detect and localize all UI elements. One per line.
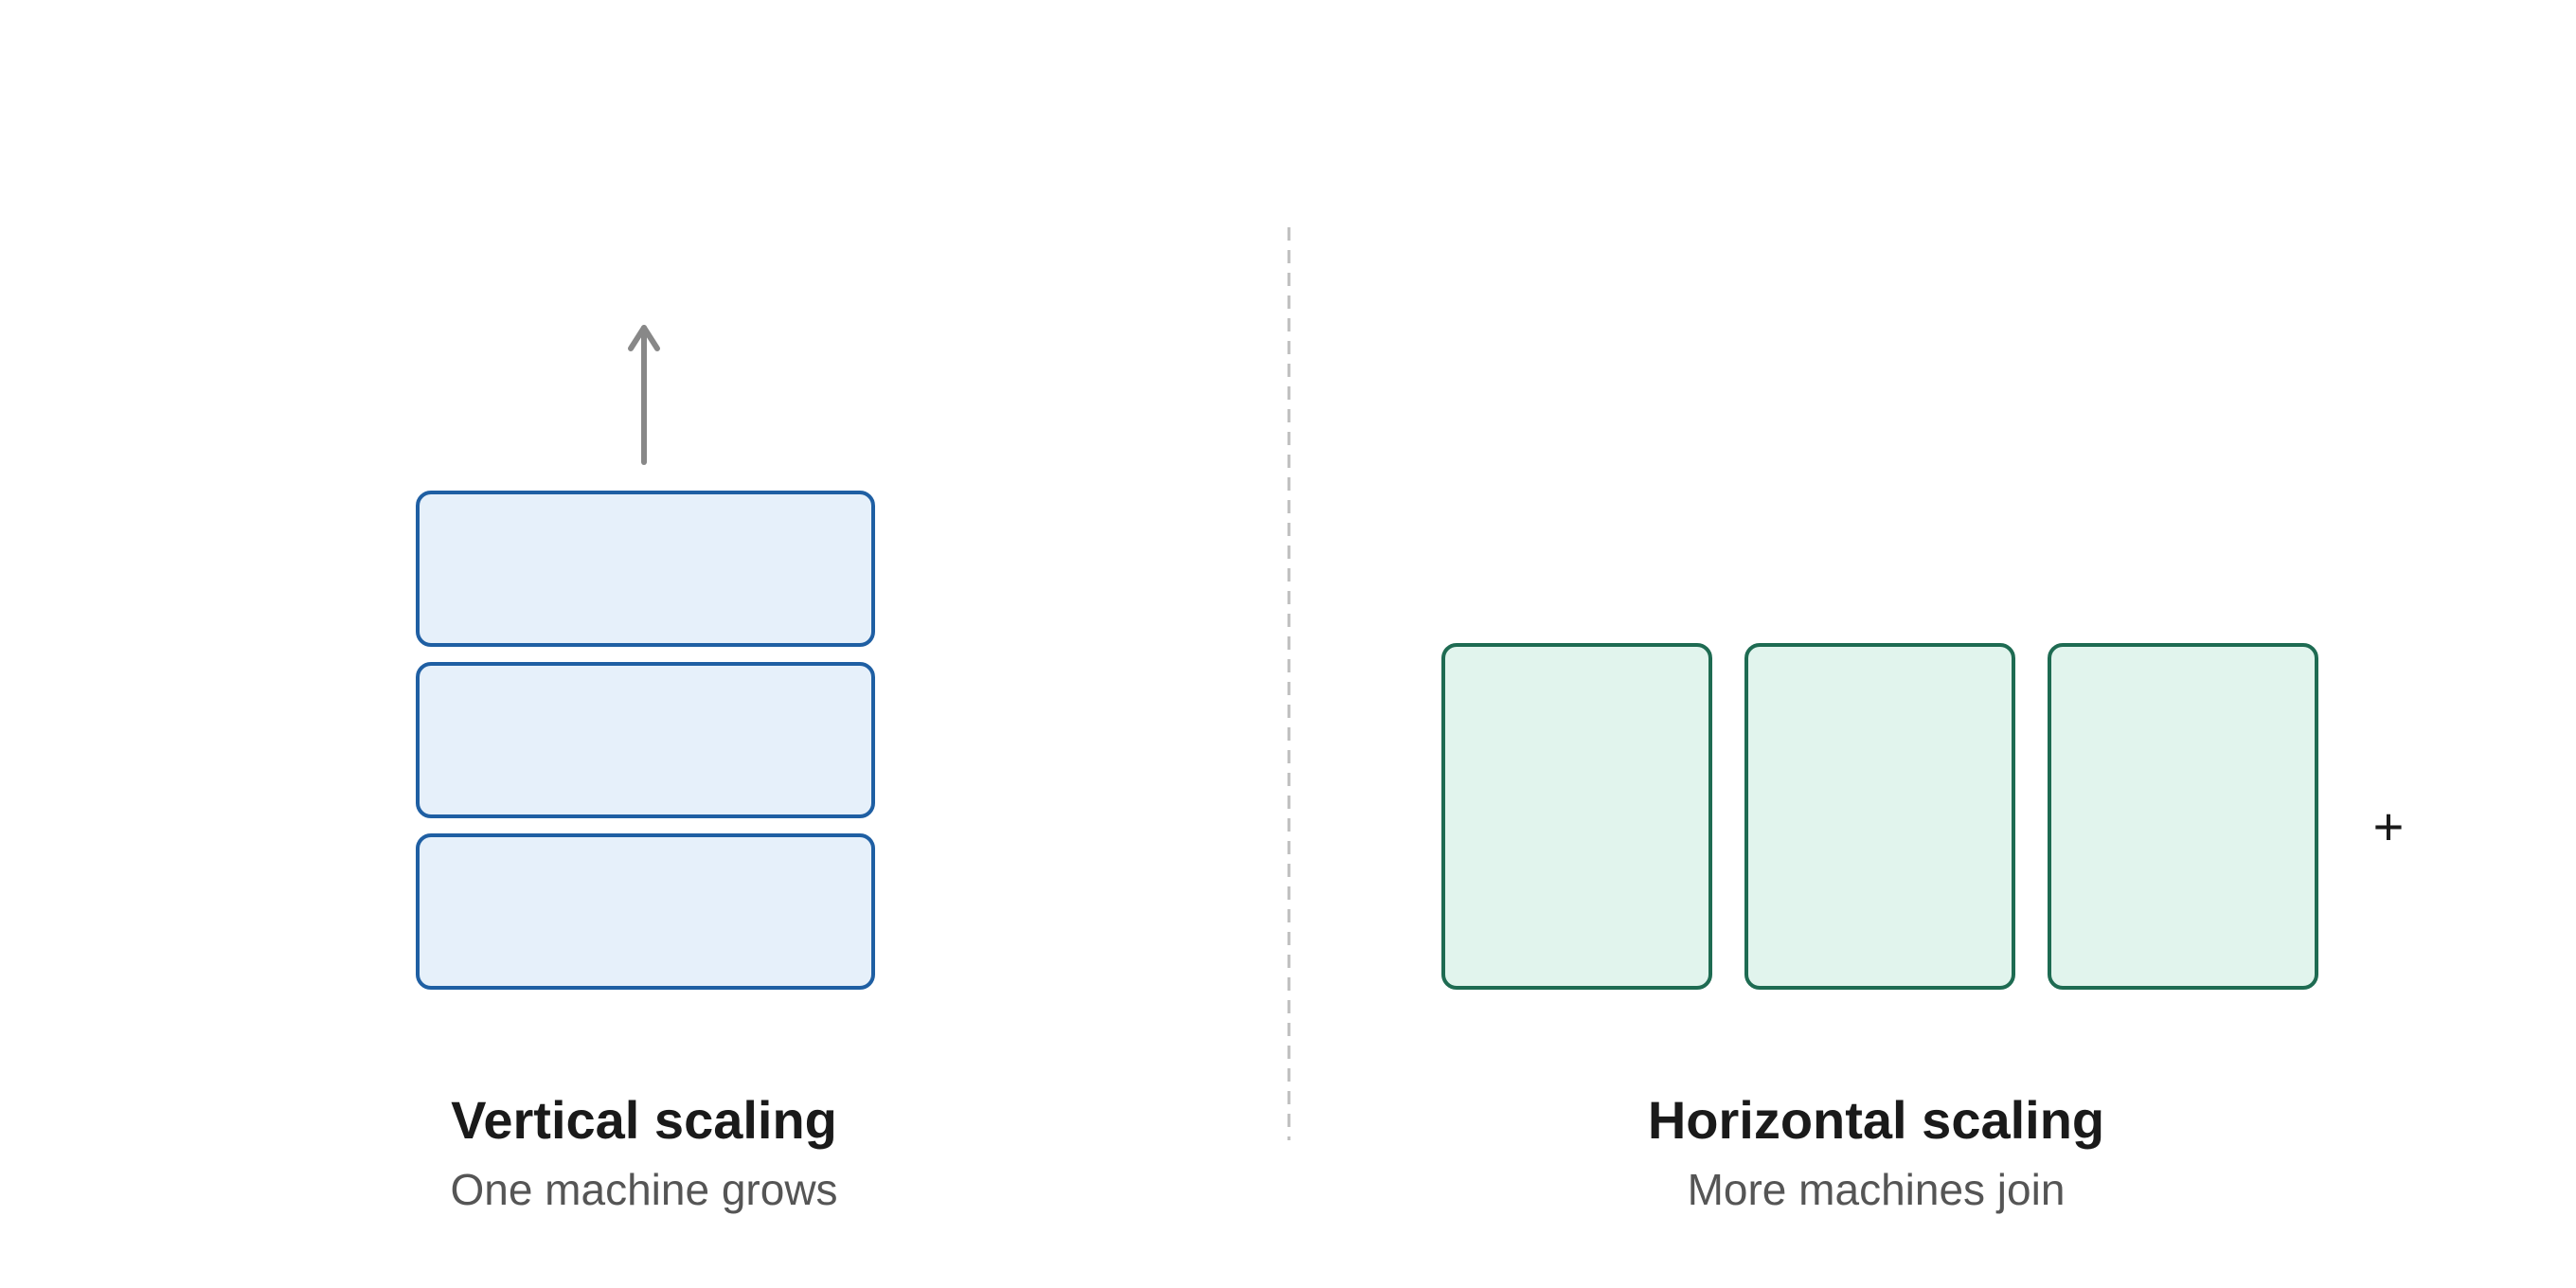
horizontal-machine-block [2048,643,2318,990]
arrow-up-icon [628,325,660,465]
horizontal-scaling-panel: + Horizontal scaling More machines join [1441,643,2405,1214]
vertical-scaling-title: Vertical scaling [451,1090,837,1150]
vertical-machine-block [416,662,875,818]
vertical-scaling-subtitle: One machine grows [450,1165,837,1214]
horizontal-machine-block [1744,643,2015,990]
horizontal-scaling-title: Horizontal scaling [1648,1090,2104,1150]
horizontal-machine-block [1441,643,1712,990]
vertical-machine-block [416,833,875,990]
add-machine-plus: + [2373,796,2405,856]
vertical-scaling-panel: Vertical scaling One machine grows [416,325,875,1214]
horizontal-machine-row [1441,643,2318,990]
vertical-machine-block [416,491,875,647]
horizontal-scaling-subtitle: More machines join [1688,1165,2066,1214]
vertical-machine-stack [416,491,875,990]
